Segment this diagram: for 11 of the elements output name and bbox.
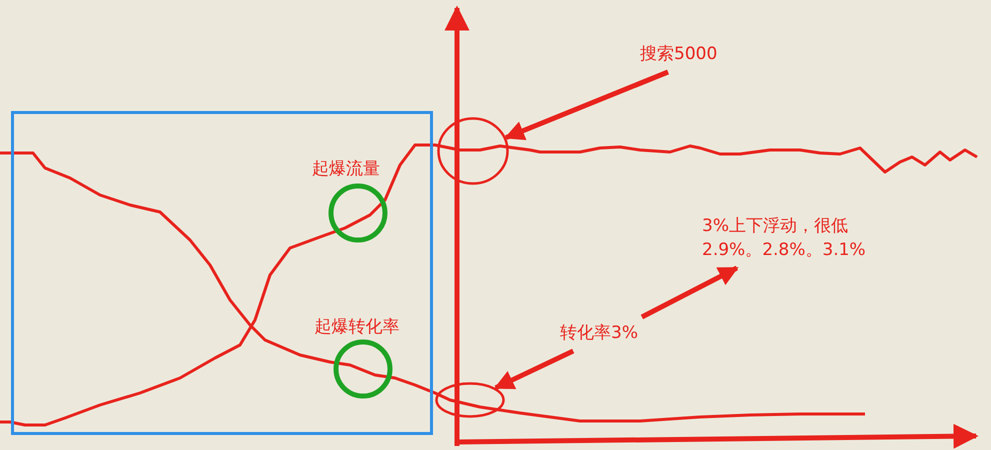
- highlight-ellipse: [435, 382, 505, 418]
- highlight-ellipse: [437, 117, 509, 185]
- annotation-text: 3%上下浮动，很低2.9%。2.8%。3.1%: [702, 214, 884, 264]
- annotation-text: 搜索5000: [640, 42, 780, 68]
- annotation-text: 转化率3%: [560, 321, 658, 347]
- arrow: [494, 348, 574, 390]
- highlight-box: [11, 111, 433, 435]
- arrow: [504, 70, 669, 140]
- callout-label: 起爆转化率: [314, 316, 400, 339]
- arrow: [640, 266, 739, 320]
- callout-label: 起爆流量: [311, 158, 381, 181]
